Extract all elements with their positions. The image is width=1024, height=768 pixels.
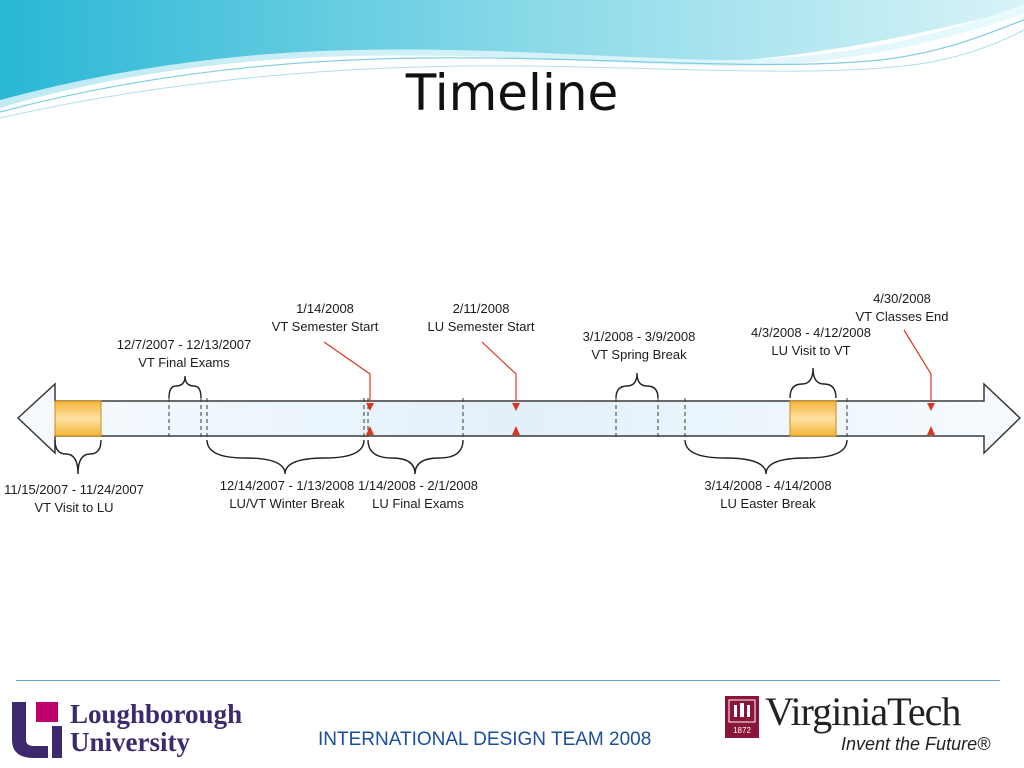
brace-vt-spring-break	[615, 372, 659, 399]
slide-title: Timeline	[405, 64, 619, 122]
leader-lu-semester-start	[481, 341, 517, 402]
event-dates: 12/14/2007 - 1/13/2008	[219, 478, 355, 493]
event-name: LU/VT Winter Break	[229, 496, 345, 511]
leader-vt-classes-end	[903, 329, 932, 402]
timeline-diagram	[16, 329, 1022, 475]
event-dates: 1/14/2008 - 2/1/2008	[358, 478, 478, 493]
event-lu-final-exams: 1/14/2008 - 2/1/2008 LU Final Exams	[358, 477, 478, 513]
brace-lu-visit-vt	[789, 367, 837, 399]
header-wave-decoration	[0, 0, 1024, 119]
event-dates: 2/11/2008	[452, 301, 510, 316]
event-vt-visit-lu: 11/15/2007 - 11/24/2007 VT Visit to LU	[4, 481, 144, 517]
leader-vt-semester-start	[323, 341, 371, 402]
loughborough-name-line2: University	[70, 727, 190, 757]
footer-divider	[16, 680, 1000, 681]
event-dates: 12/7/2007 - 12/13/2007	[116, 337, 252, 352]
event-dates: 3/14/2008 - 4/14/2008	[704, 478, 832, 493]
event-name: LU Final Exams	[372, 496, 464, 511]
marker-vt-classes-end-bottom	[927, 426, 935, 435]
event-vt-spring-break: 3/1/2008 - 3/9/2008 VT Spring Break	[583, 328, 696, 364]
lu-visit-vt-period	[789, 400, 837, 437]
seal-year: 1872	[733, 726, 751, 735]
vt-visit-lu-period	[54, 400, 102, 437]
loughborough-logo: Loughborough University	[12, 700, 272, 760]
event-winter-break: 12/14/2007 - 1/13/2008 LU/VT Winter Brea…	[220, 477, 354, 513]
event-lu-semester-start: 2/11/2008 LU Semester Start	[428, 300, 535, 336]
event-dates: 4/3/2008 - 4/12/2008	[751, 325, 871, 340]
brace-lu-easter-break	[684, 439, 848, 475]
event-lu-easter-break: 3/14/2008 - 4/14/2008 LU Easter Break	[704, 477, 831, 513]
loughborough-mark-icon	[12, 702, 62, 758]
event-dates: 11/15/2007 - 11/24/2007	[4, 482, 144, 497]
event-vt-final-exams: 12/7/2007 - 12/13/2007 VT Final Exams	[117, 336, 251, 372]
timeline-arrow	[16, 382, 1022, 455]
virginia-tech-seal-icon: 1872	[725, 696, 759, 738]
brace-vt-visit-lu	[54, 439, 102, 475]
brace-winter-break	[206, 439, 365, 475]
event-name: VT Final Exams	[138, 355, 230, 370]
event-name: LU Easter Break	[720, 496, 816, 511]
loughborough-name-line1: Loughborough	[70, 699, 243, 729]
braces-below	[54, 439, 848, 475]
event-lu-visit-vt: 4/3/2008 - 4/12/2008 LU Visit to VT	[751, 324, 871, 360]
braces-above	[168, 367, 837, 399]
marker-lu-semester-start-top	[512, 403, 520, 411]
brace-vt-final-exams	[168, 375, 202, 399]
footer-team-text: INTERNATIONAL DESIGN TEAM 2008	[318, 729, 652, 750]
virginia-tech-wordmark: VirginiaTech	[765, 689, 961, 734]
event-name: VT Visit to LU	[34, 500, 114, 515]
event-markers	[366, 403, 935, 435]
marker-vt-semester-start-top	[366, 403, 374, 411]
event-name: VT Semester Start	[271, 319, 379, 334]
event-name: LU Visit to VT	[771, 343, 851, 358]
brace-lu-final-exams	[367, 439, 464, 475]
marker-vt-classes-end-top	[927, 403, 935, 411]
event-vt-semester-start: 1/14/2008 VT Semester Start	[272, 300, 379, 336]
event-name: LU Semester Start	[427, 319, 535, 334]
event-dates: 1/14/2008	[296, 301, 354, 316]
virginia-tech-logo: 1872 VirginiaTech Invent the Future®	[725, 689, 1015, 762]
event-dates: 4/30/2008	[873, 291, 931, 306]
event-leaders	[323, 329, 932, 402]
virginia-tech-tagline: Invent the Future®	[841, 734, 991, 754]
marker-vt-semester-start-bottom	[366, 426, 374, 435]
marker-lu-semester-start-bottom	[512, 426, 520, 435]
event-vt-classes-end: 4/30/2008 VT Classes End	[856, 290, 949, 326]
event-name: VT Classes End	[855, 309, 949, 324]
event-name: VT Spring Break	[591, 347, 687, 362]
event-dates: 3/1/2008 - 3/9/2008	[582, 329, 696, 344]
